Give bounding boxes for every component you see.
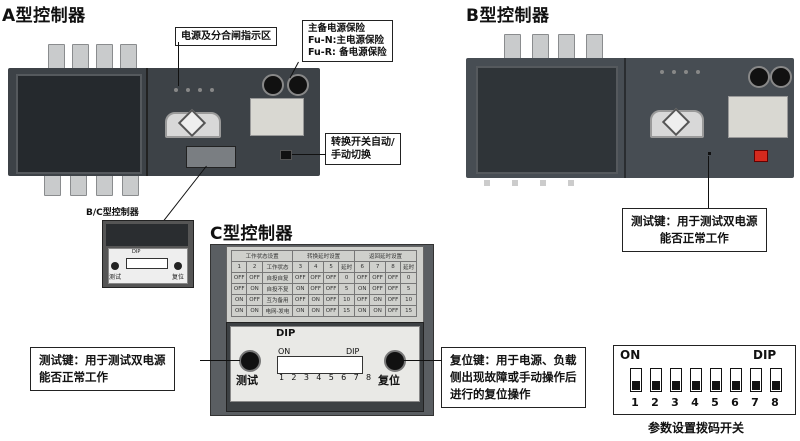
a-dip-cover [186, 146, 236, 168]
bc-controller-label: B/C型控制器 [86, 208, 139, 218]
c-dip-switch-block[interactable] [277, 356, 363, 374]
dip-switch-1[interactable] [630, 368, 642, 392]
a-led-3 [198, 88, 202, 92]
c-dip-inline-label: DIP [346, 347, 360, 356]
b-label-plate [728, 96, 788, 138]
auto-manual-callout: 转换开关自动/ 手动切换 [325, 133, 401, 165]
b-type-title: B型控制器 [466, 6, 550, 26]
config-header-3: 返回延时设置 [354, 250, 417, 262]
a-front-window [16, 74, 142, 174]
fuse-callout-line-1: 主备电源保险 [308, 23, 366, 34]
bc-reset-label: 复位 [172, 274, 185, 281]
c-test-button[interactable] [239, 350, 261, 372]
a-fuse-main-icon [262, 74, 284, 96]
fuse-callout-line-3: Fu-R: 备电源保险 [308, 47, 387, 58]
dip-num-6: 6 [731, 396, 739, 409]
dip-num-8: 8 [771, 396, 779, 409]
c-dip-numbers: 1 2 3 4 5 6 7 8 [279, 373, 374, 382]
b-led-4 [696, 70, 700, 74]
a-fuse-backup-icon [287, 74, 309, 96]
c-test-label: 测试 [236, 374, 258, 387]
indicator-area-callout: 电源及分合闸指示区 [175, 27, 277, 46]
reset-callout: 复位键：用于电源、负载 侧出现故障或手动操作后 进行的复位操作 [441, 347, 586, 408]
dip-switch-7[interactable] [750, 368, 762, 392]
dip-switch-2[interactable] [650, 368, 662, 392]
dip-diagram-dip-label: DIP [753, 348, 777, 362]
dip-switch-8[interactable] [770, 368, 782, 392]
b-led-2 [672, 70, 676, 74]
a-led-4 [210, 88, 214, 92]
c-test-callout: 测试键：用于测试双电源 能否正常工作 [30, 347, 175, 391]
c-on-label: ON [278, 347, 291, 356]
dip-num-7: 7 [751, 396, 759, 409]
c-type-title: C型控制器 [210, 224, 293, 244]
config-header-2: 转换延时设置 [292, 250, 356, 262]
b-led-3 [684, 70, 688, 74]
dip-diagram-on-label: ON [620, 348, 641, 362]
bc-test-button[interactable] [111, 262, 119, 270]
b-front-window [476, 66, 618, 174]
c-test-line-2: 能否正常工作 [39, 370, 108, 384]
reset-line-3: 进行的复位操作 [450, 387, 531, 401]
c-dip-title: DIP [276, 328, 296, 339]
dip-num-3: 3 [671, 396, 679, 409]
dip-num-1: 1 [631, 396, 639, 409]
b-led-1 [660, 70, 664, 74]
dip-diagram-caption: 参数设置拨码开关 [648, 421, 745, 435]
fuse-callout: 主备电源保险 Fu-N:主电源保险 Fu-R: 备电源保险 [302, 20, 393, 62]
dip-switch-3[interactable] [670, 368, 682, 392]
b-fuse-main-icon [748, 66, 770, 88]
c-reset-label: 复位 [378, 374, 400, 387]
auto-manual-line-1: 转换开关自动/ [331, 137, 395, 148]
b-test-line-1: 测试键：用于测试双电源 [631, 214, 758, 228]
c-test-line-1: 测试键：用于测试双电源 [39, 353, 166, 367]
a-auto-manual-switch[interactable] [280, 150, 292, 160]
dip-diagram-box [613, 345, 796, 415]
bc-test-label: 测试 [109, 274, 122, 281]
c-reset-button[interactable] [384, 350, 406, 372]
a-type-title: A型控制器 [2, 6, 86, 26]
bc-reset-button[interactable] [174, 262, 182, 270]
fuse-callout-line-2: Fu-N:主电源保险 [308, 35, 384, 46]
dip-num-4: 4 [691, 396, 699, 409]
dip-num-2: 2 [651, 396, 659, 409]
dip-num-5: 5 [711, 396, 719, 409]
dip-switch-6[interactable] [730, 368, 742, 392]
bc-dip-switch-block[interactable] [126, 258, 168, 269]
auto-manual-line-2: 手动切换 [331, 150, 371, 161]
b-test-callout: 测试键：用于测试双电源 能否正常工作 [622, 208, 767, 252]
reset-line-1: 复位键：用于电源、负载 [450, 353, 577, 367]
config-header-1: 工作状态设置 [230, 250, 294, 262]
reset-line-2: 侧出现故障或手动操作后 [450, 370, 577, 384]
a-label-plate [250, 98, 304, 136]
b-test-pinhole[interactable] [708, 152, 711, 155]
b-test-line-2: 能否正常工作 [659, 231, 729, 245]
dip-switch-4[interactable] [690, 368, 702, 392]
dip-switch-5[interactable] [710, 368, 722, 392]
bc-dip-label: DIP [132, 249, 141, 255]
b-auto-manual-switch[interactable] [754, 150, 768, 162]
b-fuse-backup-icon [770, 66, 792, 88]
a-led-1 [174, 88, 178, 92]
a-led-2 [186, 88, 190, 92]
